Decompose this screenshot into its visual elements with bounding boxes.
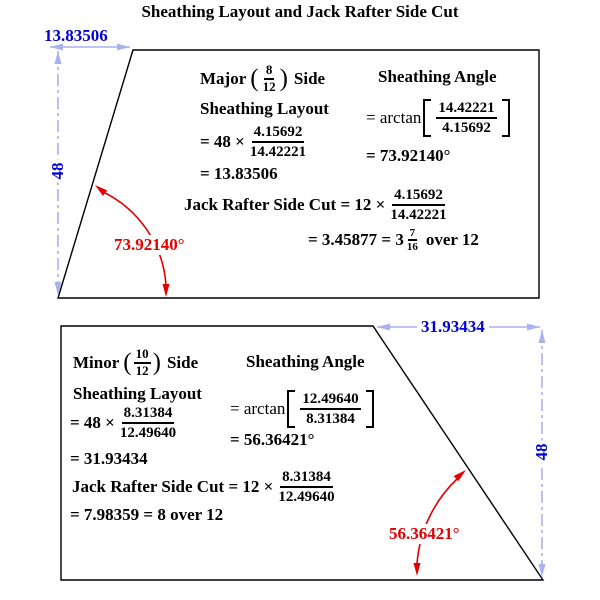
upper-layout-equation: = 48 × 4.15692 14.42221: [200, 123, 311, 161]
upper-height-down-arrow-icon: [54, 282, 62, 295]
upper-side-open-paren: (: [250, 65, 259, 93]
upper-angle-arc-end-arrow-icon: [162, 284, 170, 297]
upper-layout-eq-den: 14.42221: [249, 144, 307, 160]
lower-angle-right-bracket: [365, 390, 374, 428]
lower-side-fraction: 10 12: [133, 346, 151, 379]
lower-angle-arc: [416, 478, 458, 565]
upper-height-dimension-label: 48: [48, 159, 68, 183]
lower-layout-eq-den: 12.49640: [119, 425, 177, 441]
upper-jack-equation: Jack Rafter Side Cut = 12 × 4.15692 14.4…: [184, 186, 452, 224]
upper-layout-eq-num: 4.15692: [251, 123, 305, 143]
upper-jack-eq-num: 4.15692: [392, 186, 445, 206]
upper-angle-result: = 73.92140°: [366, 146, 451, 165]
upper-jack-eq-lead: Jack Rafter Side Cut = 12 ×: [184, 195, 386, 214]
upper-jack-result-suffix: over 12: [425, 230, 479, 250]
lower-width-left-arrow-icon: [377, 323, 390, 331]
lower-angle-eq-num: 12.49640: [300, 390, 361, 410]
lower-side-open-paren: (: [123, 349, 132, 377]
lower-side-fraction-den: 12: [135, 362, 149, 378]
lower-layout-eq-fraction: 8.31384 12.49640: [118, 404, 178, 442]
upper-side-fraction: 8 12: [261, 62, 278, 95]
upper-angle-value-label: 73.92140°: [112, 235, 187, 255]
lower-side-label: Minor ( 10 12 ) Side: [73, 346, 199, 379]
lower-side-fraction-num: 10: [133, 346, 151, 364]
lower-angle-result: = 56.36421°: [230, 430, 315, 449]
lower-side-suffix: Side: [166, 352, 199, 372]
lower-width-dimension-label: 31.93434: [417, 317, 489, 337]
lower-layout-header: Sheathing Layout: [73, 384, 202, 403]
lower-angle-header: Sheathing Angle: [246, 352, 365, 371]
lower-layout-equation: = 48 × 8.31384 12.49640: [70, 404, 181, 442]
upper-jack-result: = 3.45877 = 3 7 16 over 12: [308, 227, 479, 253]
lower-angle-eq-fraction: 12.49640 8.31384: [300, 390, 361, 428]
lower-jack-equation: Jack Rafter Side Cut = 12 × 8.31384 12.4…: [72, 468, 340, 506]
upper-layout-result: = 13.83506: [200, 164, 278, 183]
upper-side-word: Major: [200, 68, 247, 88]
lower-side-word: Minor: [73, 352, 120, 372]
lower-angle-left-bracket: [287, 390, 296, 428]
lower-layout-result: = 31.93434: [70, 449, 148, 468]
upper-jack-result-fraction: 7 16: [405, 227, 420, 253]
upper-side-fraction-num: 8: [263, 62, 275, 80]
upper-panel-outline: [57, 49, 540, 299]
lower-jack-eq-lead: Jack Rafter Side Cut = 12 ×: [72, 477, 274, 496]
lower-height-dimension-label: 48: [532, 440, 552, 464]
upper-angle-right-bracket: [501, 99, 510, 137]
lower-angle-eq-lead: = arctan: [230, 399, 286, 418]
upper-jack-result-lead: = 3.45877 = 3: [308, 230, 404, 250]
lower-layout-eq-num: 8.31384: [121, 404, 175, 424]
upper-side-close-paren: ): [279, 65, 288, 93]
upper-side-fraction-den: 12: [262, 78, 276, 94]
upper-height-up-arrow-icon: [54, 51, 62, 64]
lower-jack-eq-num: 8.31384: [280, 468, 333, 488]
upper-angle-eq-lead: = arctan: [366, 108, 422, 127]
upper-angle-left-bracket: [423, 99, 432, 137]
lower-side-close-paren: ): [152, 349, 161, 377]
lower-angle-eq-den: 8.31384: [306, 411, 355, 427]
upper-angle-eq-den: 4.15692: [442, 120, 491, 136]
lower-height-up-arrow-icon: [538, 330, 546, 343]
upper-side-label: Major ( 8 12 ) Side: [200, 62, 326, 95]
lower-jack-eq-fraction: 8.31384 12.49640: [276, 468, 336, 506]
lower-jack-result: = 7.98359 = 8 over 12: [70, 505, 224, 524]
upper-angle-equation: = arctan 14.42221 4.15692: [366, 99, 512, 137]
lower-jack-eq-den: 12.49640: [278, 489, 335, 505]
upper-jack-result-den: 16: [406, 241, 418, 254]
upper-angle-arc-start-arrow-icon: [95, 185, 108, 196]
lower-layout-eq-lead: = 48 ×: [70, 413, 115, 432]
lower-angle-arc-start-arrow-icon: [453, 470, 466, 482]
lower-panel-outline: [60, 325, 545, 581]
upper-jack-eq-den: 14.42221: [390, 207, 447, 223]
upper-width-dimension-label: 13.83506: [44, 26, 108, 45]
upper-angle-header: Sheathing Angle: [378, 67, 497, 86]
upper-layout-header: Sheathing Layout: [200, 99, 329, 118]
upper-jack-eq-fraction: 4.15692 14.42221: [388, 186, 448, 224]
upper-jack-result-num: 7: [407, 227, 418, 242]
lower-angle-equation: = arctan 12.49640 8.31384: [230, 390, 376, 428]
upper-angle-eq-num: 14.42221: [436, 99, 497, 119]
page-title: Sheathing Layout and Jack Rafter Side Cu…: [141, 2, 459, 21]
upper-side-suffix: Side: [293, 68, 326, 88]
upper-width-right-arrow-icon: [117, 43, 130, 51]
lower-angle-value-label: 56.36421°: [387, 524, 462, 544]
lower-angle-arc-end-arrow-icon: [413, 563, 421, 576]
upper-angle-arc: [100, 190, 167, 286]
lower-width-right-arrow-icon: [527, 323, 540, 331]
upper-layout-eq-lead: = 48 ×: [200, 132, 245, 151]
lower-height-down-arrow-icon: [538, 564, 546, 577]
upper-layout-eq-fraction: 4.15692 14.42221: [248, 123, 308, 161]
upper-width-left-arrow-icon: [50, 43, 63, 51]
upper-angle-eq-fraction: 14.42221 4.15692: [436, 99, 497, 137]
